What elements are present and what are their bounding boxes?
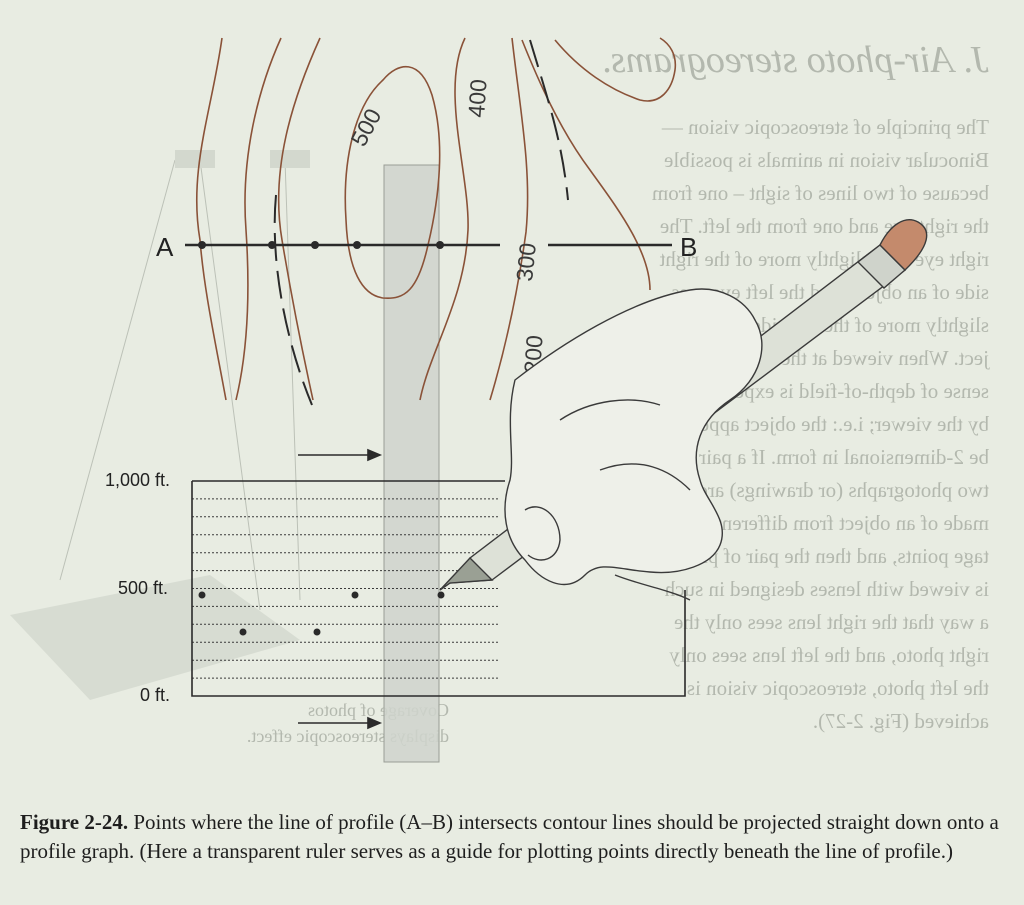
bleed-through-shapes <box>10 150 310 700</box>
plotted-point <box>351 591 359 599</box>
transparent-ruler <box>383 164 440 763</box>
point-label-a: A <box>156 232 174 262</box>
bleed-line: the left photo, stereoscopic vision is <box>687 676 989 700</box>
hand-with-pencil <box>439 219 928 601</box>
intersection-points <box>198 241 444 249</box>
plotted-point <box>239 628 247 636</box>
bleed-line: Binocular vision in animals is possible <box>664 148 989 172</box>
caption-label: Figure 2-24. <box>20 810 129 834</box>
caption-text: Points where the line of profile (A–B) i… <box>20 810 999 863</box>
dashed-drainage-lines <box>273 39 569 406</box>
contour-lines <box>195 37 677 401</box>
profile-graph: 1,000 ft. 500 ft. 0 ft. <box>105 470 686 705</box>
contour-label-group: 500 400 300 200 <box>345 78 547 374</box>
plotted-point <box>437 591 445 599</box>
bleed-line: achieved (Fig. 2-27). <box>813 709 989 733</box>
bleed-line: because of two lines of sight – one from <box>652 181 989 205</box>
bleed-line: The principle of stereoscopic vision — <box>661 115 989 139</box>
y-tick-1000: 1,000 ft. <box>105 470 170 490</box>
pencil-eraser <box>879 219 928 271</box>
bleed-through-text: J. Air-photo stereograms. The principle … <box>247 39 990 746</box>
bleed-line: be 2-dimensional in form. If a pair of <box>676 445 989 469</box>
contour-label-400: 400 <box>463 78 492 118</box>
pencil-tip <box>439 556 494 591</box>
bleed-line: made of an object from different van- <box>673 511 989 535</box>
y-tick-500: 500 ft. <box>118 578 168 598</box>
contour-label-300: 300 <box>511 242 541 283</box>
bleed-line: a way that the right lens sees only the <box>674 610 989 634</box>
plotted-point <box>313 628 321 636</box>
bleed-line: the right eye and one from the left. The <box>660 214 989 238</box>
plotted-point <box>198 591 206 599</box>
figure-caption: Figure 2-24. Points where the line of pr… <box>20 808 1000 866</box>
bleed-line: is viewed with lenses designed in such <box>664 577 989 601</box>
bleed-line: right photo, and the left lens sees only <box>669 643 989 667</box>
y-tick-0: 0 ft. <box>140 685 170 705</box>
point-label-b: B <box>680 232 697 262</box>
ruler-arrows <box>298 448 383 730</box>
bleed-line: right eye sees slightly more of the righ… <box>659 247 989 271</box>
bleed-line: two photographs (or drawings) are <box>699 478 989 502</box>
bleed-heading: J. Air-photo stereograms. <box>601 39 989 81</box>
hand-outline <box>504 288 763 586</box>
graph-frame <box>191 480 686 697</box>
